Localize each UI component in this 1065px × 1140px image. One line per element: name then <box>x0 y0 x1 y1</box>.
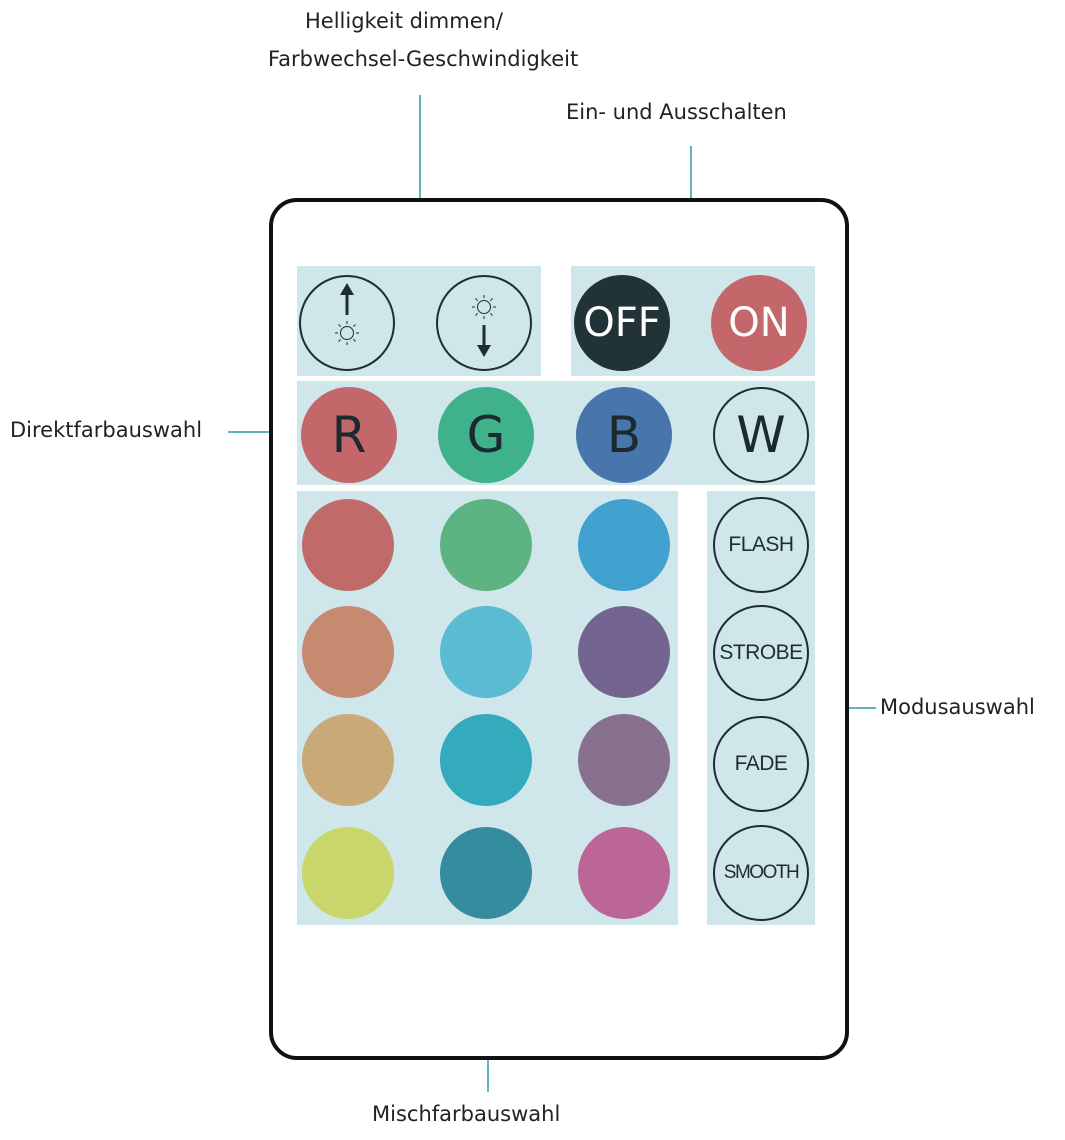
label-brightness-line2: Farbwechsel-Geschwindigkeit <box>268 47 579 71</box>
leader-line-direct <box>228 431 300 433</box>
fade-label: FADE <box>734 752 788 775</box>
swatch-lime[interactable] <box>302 827 394 919</box>
red-label: R <box>331 406 367 464</box>
swatch-teal[interactable] <box>440 714 532 806</box>
sun-arrow-down-icon <box>472 295 496 357</box>
smooth-label: SMOOTH <box>723 862 800 883</box>
label-mode: Modusauswahl <box>880 695 1035 719</box>
swatch-dark-teal[interactable] <box>440 827 532 919</box>
green-label: G <box>466 406 506 464</box>
off-button[interactable]: OFF <box>574 275 670 371</box>
label-power: Ein- und Ausschalten <box>566 100 787 124</box>
swatch-salmon[interactable] <box>302 606 394 698</box>
leader-line-brightness <box>419 95 421 266</box>
red-button[interactable]: R <box>301 387 397 483</box>
swatch-sky-blue[interactable] <box>440 606 532 698</box>
swatch-red[interactable] <box>302 499 394 591</box>
off-label: OFF <box>583 300 661 346</box>
on-label: ON <box>728 300 790 346</box>
white-label: W <box>736 406 786 464</box>
label-direct-color: Direktfarbauswahl <box>10 418 203 442</box>
strobe-button[interactable]: STROBE <box>713 605 809 701</box>
blue-label: B <box>606 406 642 464</box>
swatch-mauve[interactable] <box>578 714 670 806</box>
swatch-blue[interactable] <box>578 499 670 591</box>
label-mix-color: Mischfarbauswahl <box>372 1102 561 1126</box>
swatch-pink[interactable] <box>578 827 670 919</box>
fade-button[interactable]: FADE <box>713 716 809 812</box>
brightness-down-button[interactable] <box>436 275 532 371</box>
blue-button[interactable]: B <box>576 387 672 483</box>
flash-button[interactable]: FLASH <box>713 497 809 593</box>
swatch-tan[interactable] <box>302 714 394 806</box>
brightness-up-button[interactable] <box>299 275 395 371</box>
strobe-label: STROBE <box>719 641 803 664</box>
sun-arrow-up-icon <box>335 283 359 345</box>
label-brightness-line1: Helligkeit dimmen/ <box>305 9 504 33</box>
white-button[interactable]: W <box>713 387 809 483</box>
green-button[interactable]: G <box>438 387 534 483</box>
smooth-button[interactable]: SMOOTH <box>713 825 809 921</box>
flash-label: FLASH <box>728 533 794 556</box>
on-button[interactable]: ON <box>711 275 807 371</box>
swatch-purple[interactable] <box>578 606 670 698</box>
swatch-green[interactable] <box>440 499 532 591</box>
